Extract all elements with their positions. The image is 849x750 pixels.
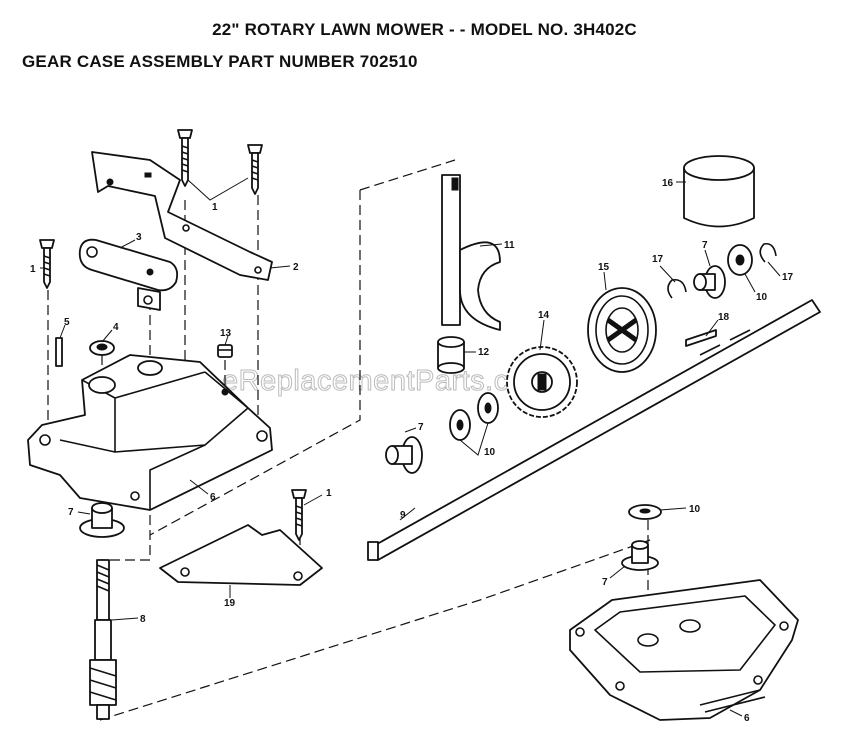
callout-9: 9 [400,510,406,521]
part-7-bushing [693,265,726,299]
part-10-washer [477,392,499,424]
part-12-sleeve [437,336,465,374]
callout-leaders [40,177,781,717]
part-7-bushing [79,502,125,538]
callout-17: 17 [782,272,794,283]
callout-6: 6 [210,492,216,503]
part-1-screw [39,239,55,289]
callout-7: 7 [702,240,708,251]
part-7-bushing [621,540,659,571]
part-17-clip [667,278,687,299]
callout-1: 1 [30,264,36,275]
part-4-washer [89,340,115,356]
part-3-lever-arm [78,238,179,311]
callout-6: 6 [744,713,750,724]
diagram-title: 22" ROTARY LAWN MOWER - - MODEL NO. 3H40… [212,20,637,39]
callout-13: 13 [220,328,232,339]
callout-8: 8 [140,614,146,625]
callout-4: 4 [113,322,119,333]
watermark-text: eReplacementParts.com [222,365,550,397]
part-2-bracket [91,151,273,281]
callout-16: 16 [662,178,674,189]
callout-12: 12 [478,347,490,358]
callout-labels: 1 1 1 2 3 4 5 6 6 7 7 7 7 8 9 10 10 10 1… [30,178,794,724]
part-6-gear-case-lower [569,579,799,721]
part-17-clip [759,242,777,263]
part-10-washer [727,244,753,276]
callout-7: 7 [418,422,424,433]
callout-7: 7 [602,577,608,588]
part-15-clutch [587,287,657,373]
callout-11: 11 [504,240,515,251]
callout-10: 10 [756,292,768,303]
part-6-gear-case-upper [27,354,273,511]
diagram-subtitle: GEAR CASE ASSEMBLY PART NUMBER 702510 [22,52,418,71]
callout-10: 10 [689,504,701,515]
part-11-shift-fork [441,174,501,331]
part-5-pin [55,337,63,367]
callout-1: 1 [326,488,332,499]
part-8-worm-shaft [89,559,117,720]
part-14-gear [506,346,578,418]
part-7-bushing [385,436,423,474]
part-9-shaft [367,299,821,561]
part-10-washer [449,409,471,441]
part-18-key [685,329,717,347]
callout-19: 19 [224,598,236,609]
part-1-screw [177,129,193,187]
part-1-screw [247,144,263,195]
callout-1: 1 [212,202,218,213]
callout-15: 15 [598,262,610,273]
callout-14: 14 [538,310,550,321]
callout-3: 3 [136,232,142,243]
part-19-plate [159,524,323,586]
callout-7: 7 [68,507,74,518]
callout-10: 10 [484,447,496,458]
callout-2: 2 [293,262,299,273]
callout-17: 17 [652,254,664,265]
part-16-cylinder [683,155,755,228]
part-10-washer [628,504,662,520]
part-13-plug [217,344,233,358]
callout-18: 18 [718,312,730,323]
callout-5: 5 [64,317,70,328]
part-1-screw [291,489,307,541]
